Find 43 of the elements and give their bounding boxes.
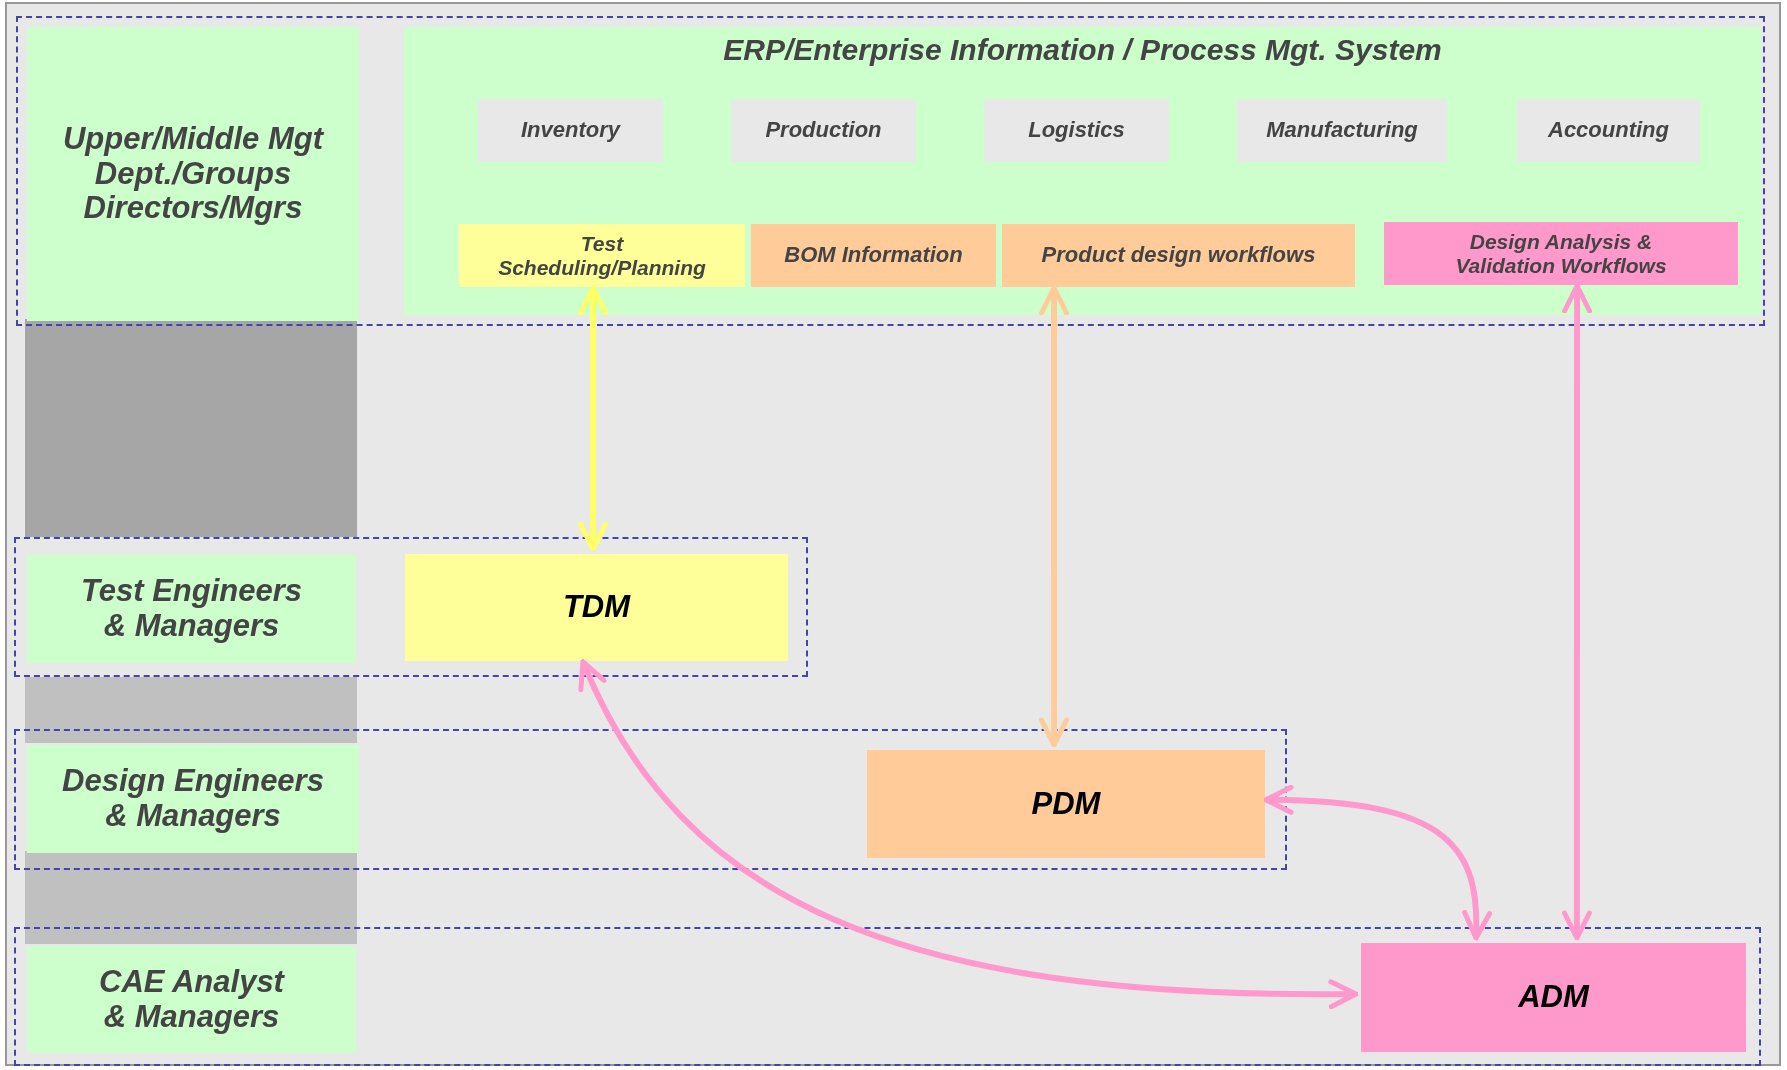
role-box [27, 946, 356, 1053]
system-label: TDM [562, 590, 631, 625]
panel-title: ERP/Enterprise Information / Process Mgt. System [723, 33, 1442, 67]
module-label: Production [765, 118, 882, 143]
double-arrow [1263, 785, 1492, 941]
role-label: Design Engineers & Managers [61, 764, 325, 834]
system-box [1361, 943, 1746, 1052]
double-arrow [577, 285, 608, 552]
module-label: Manufacturing [1266, 118, 1418, 143]
workflow-label: Product design workflows [1041, 243, 1316, 268]
role-box [27, 745, 359, 853]
double-arrow [1039, 285, 1070, 748]
workflow-box [1384, 222, 1738, 285]
module-box [984, 99, 1169, 162]
workflow-label: BOM Information [784, 243, 963, 268]
swimlane-band [14, 537, 808, 677]
double-arrow [579, 659, 1359, 1009]
module-label: Inventory [521, 118, 620, 143]
module-box [478, 99, 663, 162]
workflow-box [459, 224, 745, 287]
swimlane-band [16, 16, 1765, 326]
swimlane-band [14, 729, 1287, 870]
module-box [1237, 99, 1447, 162]
module-label: Accounting [1548, 118, 1669, 143]
role-label: Test Engineers & Managers [79, 574, 304, 644]
swimlane-band [14, 927, 1761, 1066]
role-label: Upper/Middle Mgt Dept./Groups Directors/Mgrs [61, 121, 325, 227]
system-box [867, 750, 1265, 858]
workflow-box [1002, 224, 1355, 287]
role-label: CAE Analyst & Managers [98, 964, 286, 1035]
system-label: ADM [1518, 980, 1589, 1015]
system-label: PDM [1031, 786, 1101, 822]
system-panel [404, 27, 1761, 315]
system-box [405, 554, 788, 661]
module-label: Logistics [1028, 118, 1125, 143]
workflow-label: Design Analysis & Validation Workflows [1454, 230, 1668, 277]
role-box [27, 27, 359, 321]
workflow-label: Test Scheduling/Planning [497, 232, 707, 279]
role-box [27, 555, 356, 663]
workflow-box [751, 224, 996, 287]
double-arrow [1561, 283, 1593, 941]
module-box [1517, 99, 1700, 162]
module-box [731, 99, 916, 162]
